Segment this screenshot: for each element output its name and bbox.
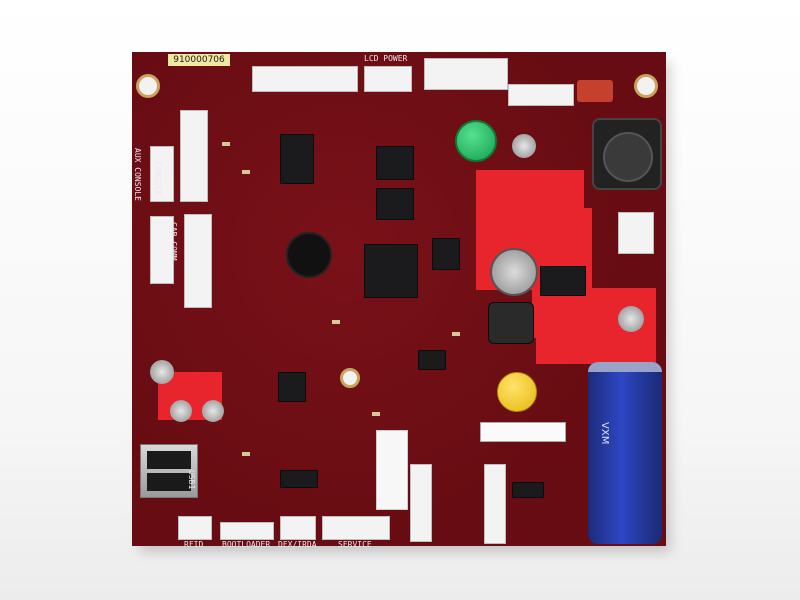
top-connector [424,58,508,90]
bottom-connector [410,464,432,542]
yellow-button [497,372,537,412]
usb-label: USB1 [187,470,196,490]
bootloader-label: BOOTLOADER [222,540,271,549]
dex-irda-label: DEX/IRDA [278,540,317,549]
capacitor-top [588,362,662,372]
ic-chip [278,372,306,402]
mounting-hole [136,74,160,98]
ic-chip [512,482,544,498]
header-connector [252,66,358,92]
cab-comm-label: CAB COMM [169,222,178,261]
barcode-sticker [480,422,566,442]
smd-component [222,142,230,146]
rfid-label: RFID [184,540,204,549]
bootloader-connector [220,522,274,540]
mounting-hole [634,74,658,98]
electrolytic-capacitor [170,400,192,422]
smd-component [372,412,380,416]
smd-component [332,320,340,324]
inductor [488,302,534,344]
aux-console-label: AUX CONSOLE [133,148,142,201]
lcd-power-connector [364,66,412,92]
microcontroller-chip [364,244,418,298]
usb-connector [140,444,198,498]
mosfet [540,266,586,296]
mounting-hole [340,368,360,388]
smd-component [242,452,250,456]
service-connector [322,516,390,540]
electrolytic-capacitor [512,134,536,158]
console-label: CONSOLE [153,162,162,196]
smd-component [242,170,250,174]
electrolytic-capacitor [150,360,174,384]
coin-battery-holder [592,118,662,190]
ic-chip [376,146,414,180]
rfid-connector [178,516,212,540]
board-id-sticker: 910000706 [168,54,230,66]
electrolytic-capacitor [618,306,644,332]
large-capacitor: VXM [588,362,662,544]
ic-chip [376,188,414,220]
electrolytic-capacitor [490,248,538,296]
aux-console-connector [150,146,174,202]
green-button [455,120,497,162]
smd-component [452,332,460,336]
ic-chip [432,238,460,270]
ic-chip [280,470,318,488]
usb-port [147,473,191,491]
top-right-connector [508,84,574,106]
console-connector [180,110,208,202]
white-label-sticker [376,430,408,510]
lcd-power-label: LCD POWER [364,54,408,63]
dex-irda-connector [280,516,316,540]
left-connector [184,214,212,308]
ic-chip [280,134,314,184]
red-capacitor [577,80,613,102]
cab-comm-connector [150,216,174,284]
buzzer [286,232,332,278]
bottom-connector [484,464,506,544]
usb-port [147,451,191,469]
coin-battery [603,132,653,182]
circuit-board: 910000706 LCD POWER CONSOLE AUX CONSOLE … [132,52,666,549]
service-label: SERVICE [338,540,372,549]
ic-chip [418,350,446,370]
electrolytic-capacitor [202,400,224,422]
capacitor-label: VXM [599,422,610,445]
side-connector [618,212,654,254]
